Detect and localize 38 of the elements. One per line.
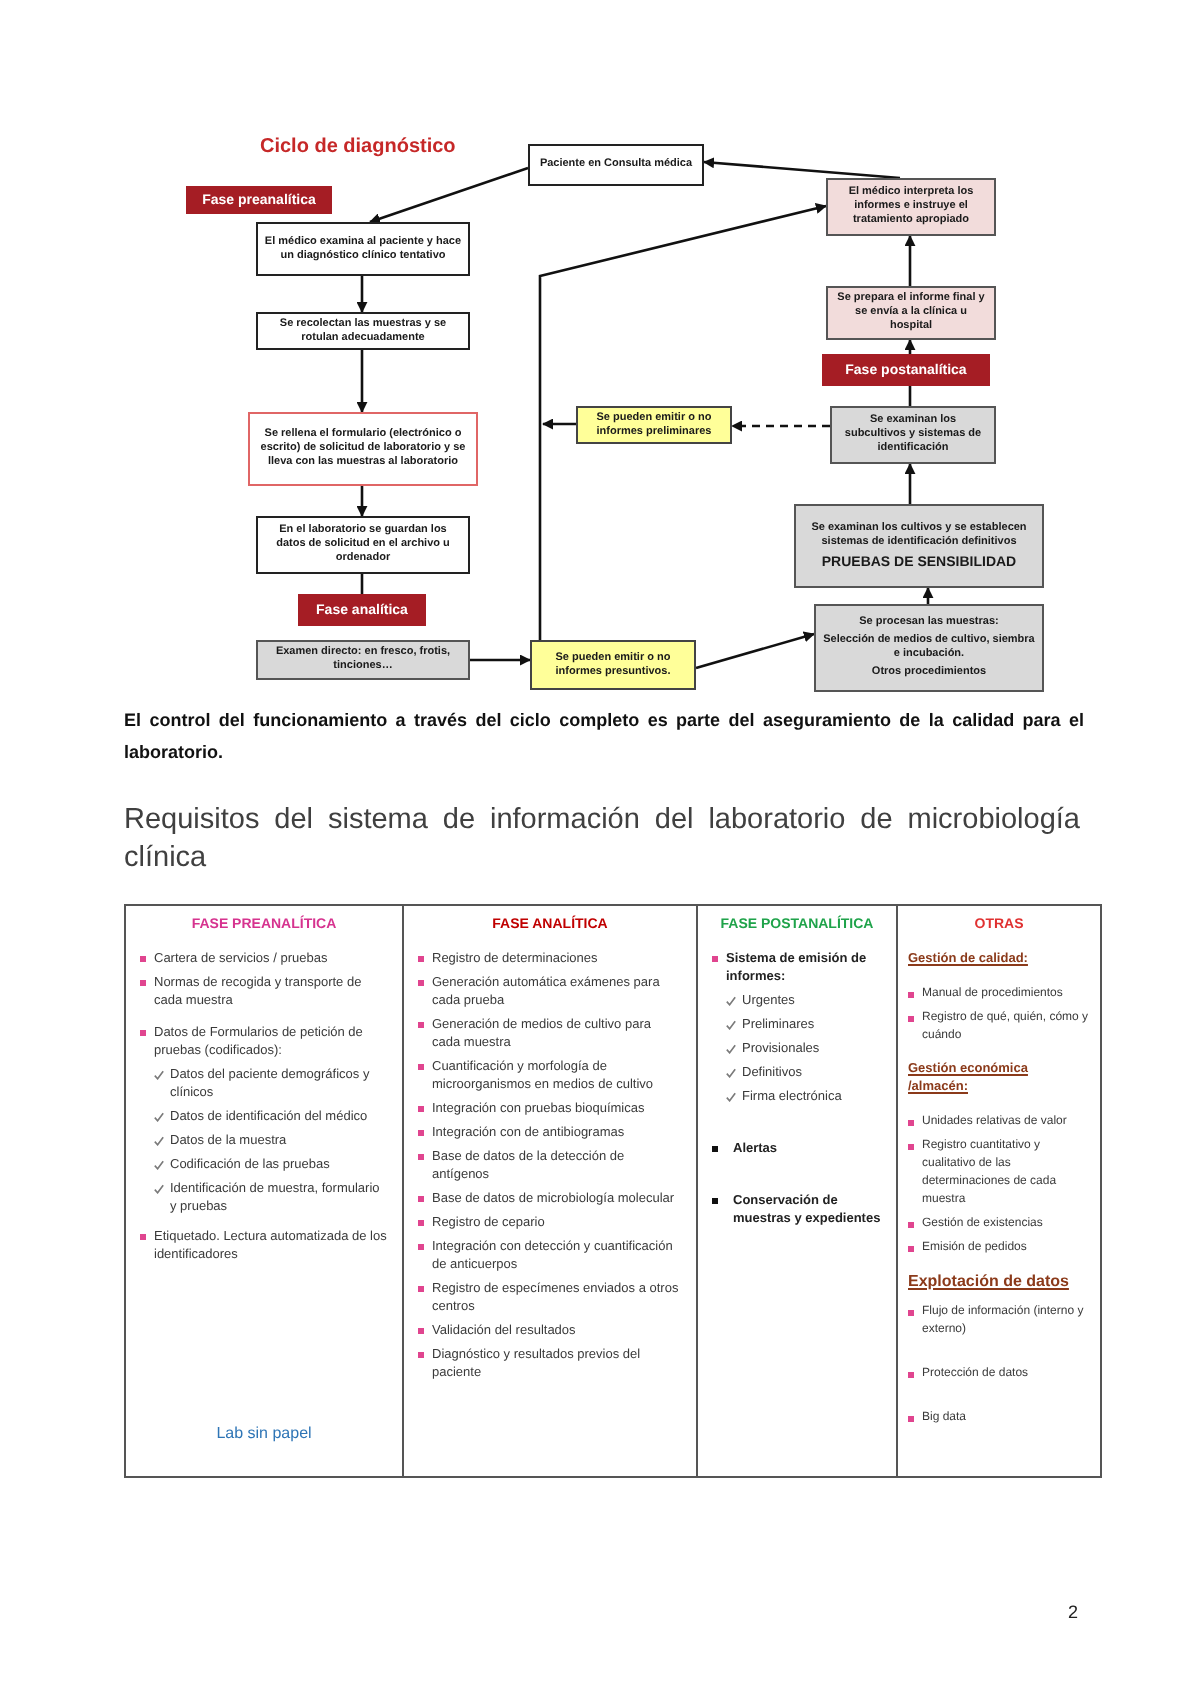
connector-line — [360, 574, 364, 594]
step-box — [248, 412, 478, 486]
step-box — [256, 312, 470, 350]
step-box — [256, 516, 470, 574]
arrow — [356, 486, 368, 517]
arrow — [703, 157, 901, 180]
phase-banner — [822, 354, 990, 386]
arrow — [904, 463, 916, 504]
step-box — [826, 286, 996, 340]
arrow — [695, 631, 815, 670]
page-number: 2 — [1068, 1602, 1079, 1622]
step-box — [256, 640, 470, 680]
note-box — [530, 640, 696, 690]
caption-text: El control del funcionamiento a través del ciclo completo es parte del aseguramiento de la calidad para el laboratorio. — [124, 708, 1084, 766]
arrow — [904, 339, 916, 354]
step-box — [256, 222, 470, 276]
arrow — [356, 350, 368, 413]
step-box — [794, 504, 1044, 588]
note-box — [576, 406, 732, 444]
arrow — [356, 276, 368, 313]
phase-banner — [298, 594, 426, 626]
arrow — [542, 418, 576, 430]
step-box — [826, 178, 996, 236]
step-box — [814, 604, 1044, 692]
diagram-title: Ciclo de diagnóstico — [260, 136, 456, 158]
arrow — [369, 166, 529, 224]
connector-line — [908, 386, 912, 406]
section-title: Requisitos del sistema de información del laboratorio de microbiología clínica — [124, 802, 1080, 878]
dashed-arrow — [731, 420, 830, 432]
arrow — [904, 235, 916, 286]
arrow — [922, 587, 934, 604]
step-box — [528, 144, 704, 186]
note-text: Lab sin papel — [216, 1424, 312, 1444]
step-box — [830, 406, 996, 464]
phase-banner — [186, 186, 332, 214]
section-heading: Explotación de datos — [908, 1270, 1069, 1292]
arrow — [538, 203, 827, 640]
arrow — [470, 654, 531, 666]
